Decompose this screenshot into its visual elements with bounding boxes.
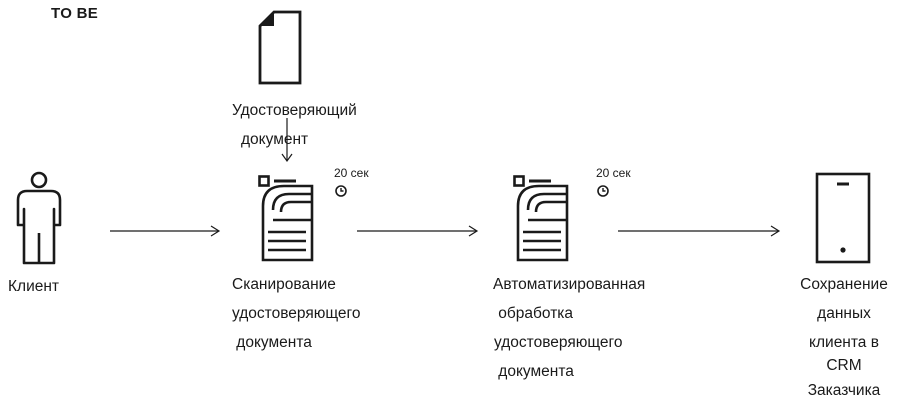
save-label-line3: клиента в (809, 334, 879, 351)
document-label-line1: Удостоверяющий (232, 102, 357, 119)
save-label-line2: данных (817, 305, 871, 322)
save-label-line5: Заказчика (807, 382, 881, 399)
clock-icon (597, 185, 609, 197)
scan-label-line3: документа (232, 334, 312, 351)
process-label-line3: удостоверяющего (494, 334, 623, 351)
arrow-client-to-scan (110, 225, 221, 237)
arrow-process-to-save (618, 225, 781, 237)
document-icon (258, 10, 302, 85)
arrow-scan-to-process (357, 225, 479, 237)
client-label: Клиент (8, 278, 60, 295)
process-label-line2: обработка (494, 305, 574, 322)
scan-time-label: 20 сек (334, 166, 369, 180)
copier-icon (513, 175, 569, 262)
clock-icon (335, 185, 347, 197)
diagram-title: TO BE (51, 5, 99, 22)
process-label-line4: документа (494, 363, 574, 380)
save-label-line1: Сохранение (800, 276, 888, 293)
person-icon (16, 171, 62, 265)
process-time-label: 20 сек (596, 166, 631, 180)
scan-label-line1: Сканирование (232, 276, 336, 293)
process-label-line1: Автоматизированная (493, 276, 646, 293)
copier-icon (258, 175, 314, 262)
scan-label-line2: удостоверяющего (232, 305, 361, 322)
arrow-icon (281, 118, 293, 163)
phone-icon (815, 172, 871, 264)
save-label-line4: CRM (826, 357, 862, 374)
document-label-line2: документ (241, 131, 309, 148)
